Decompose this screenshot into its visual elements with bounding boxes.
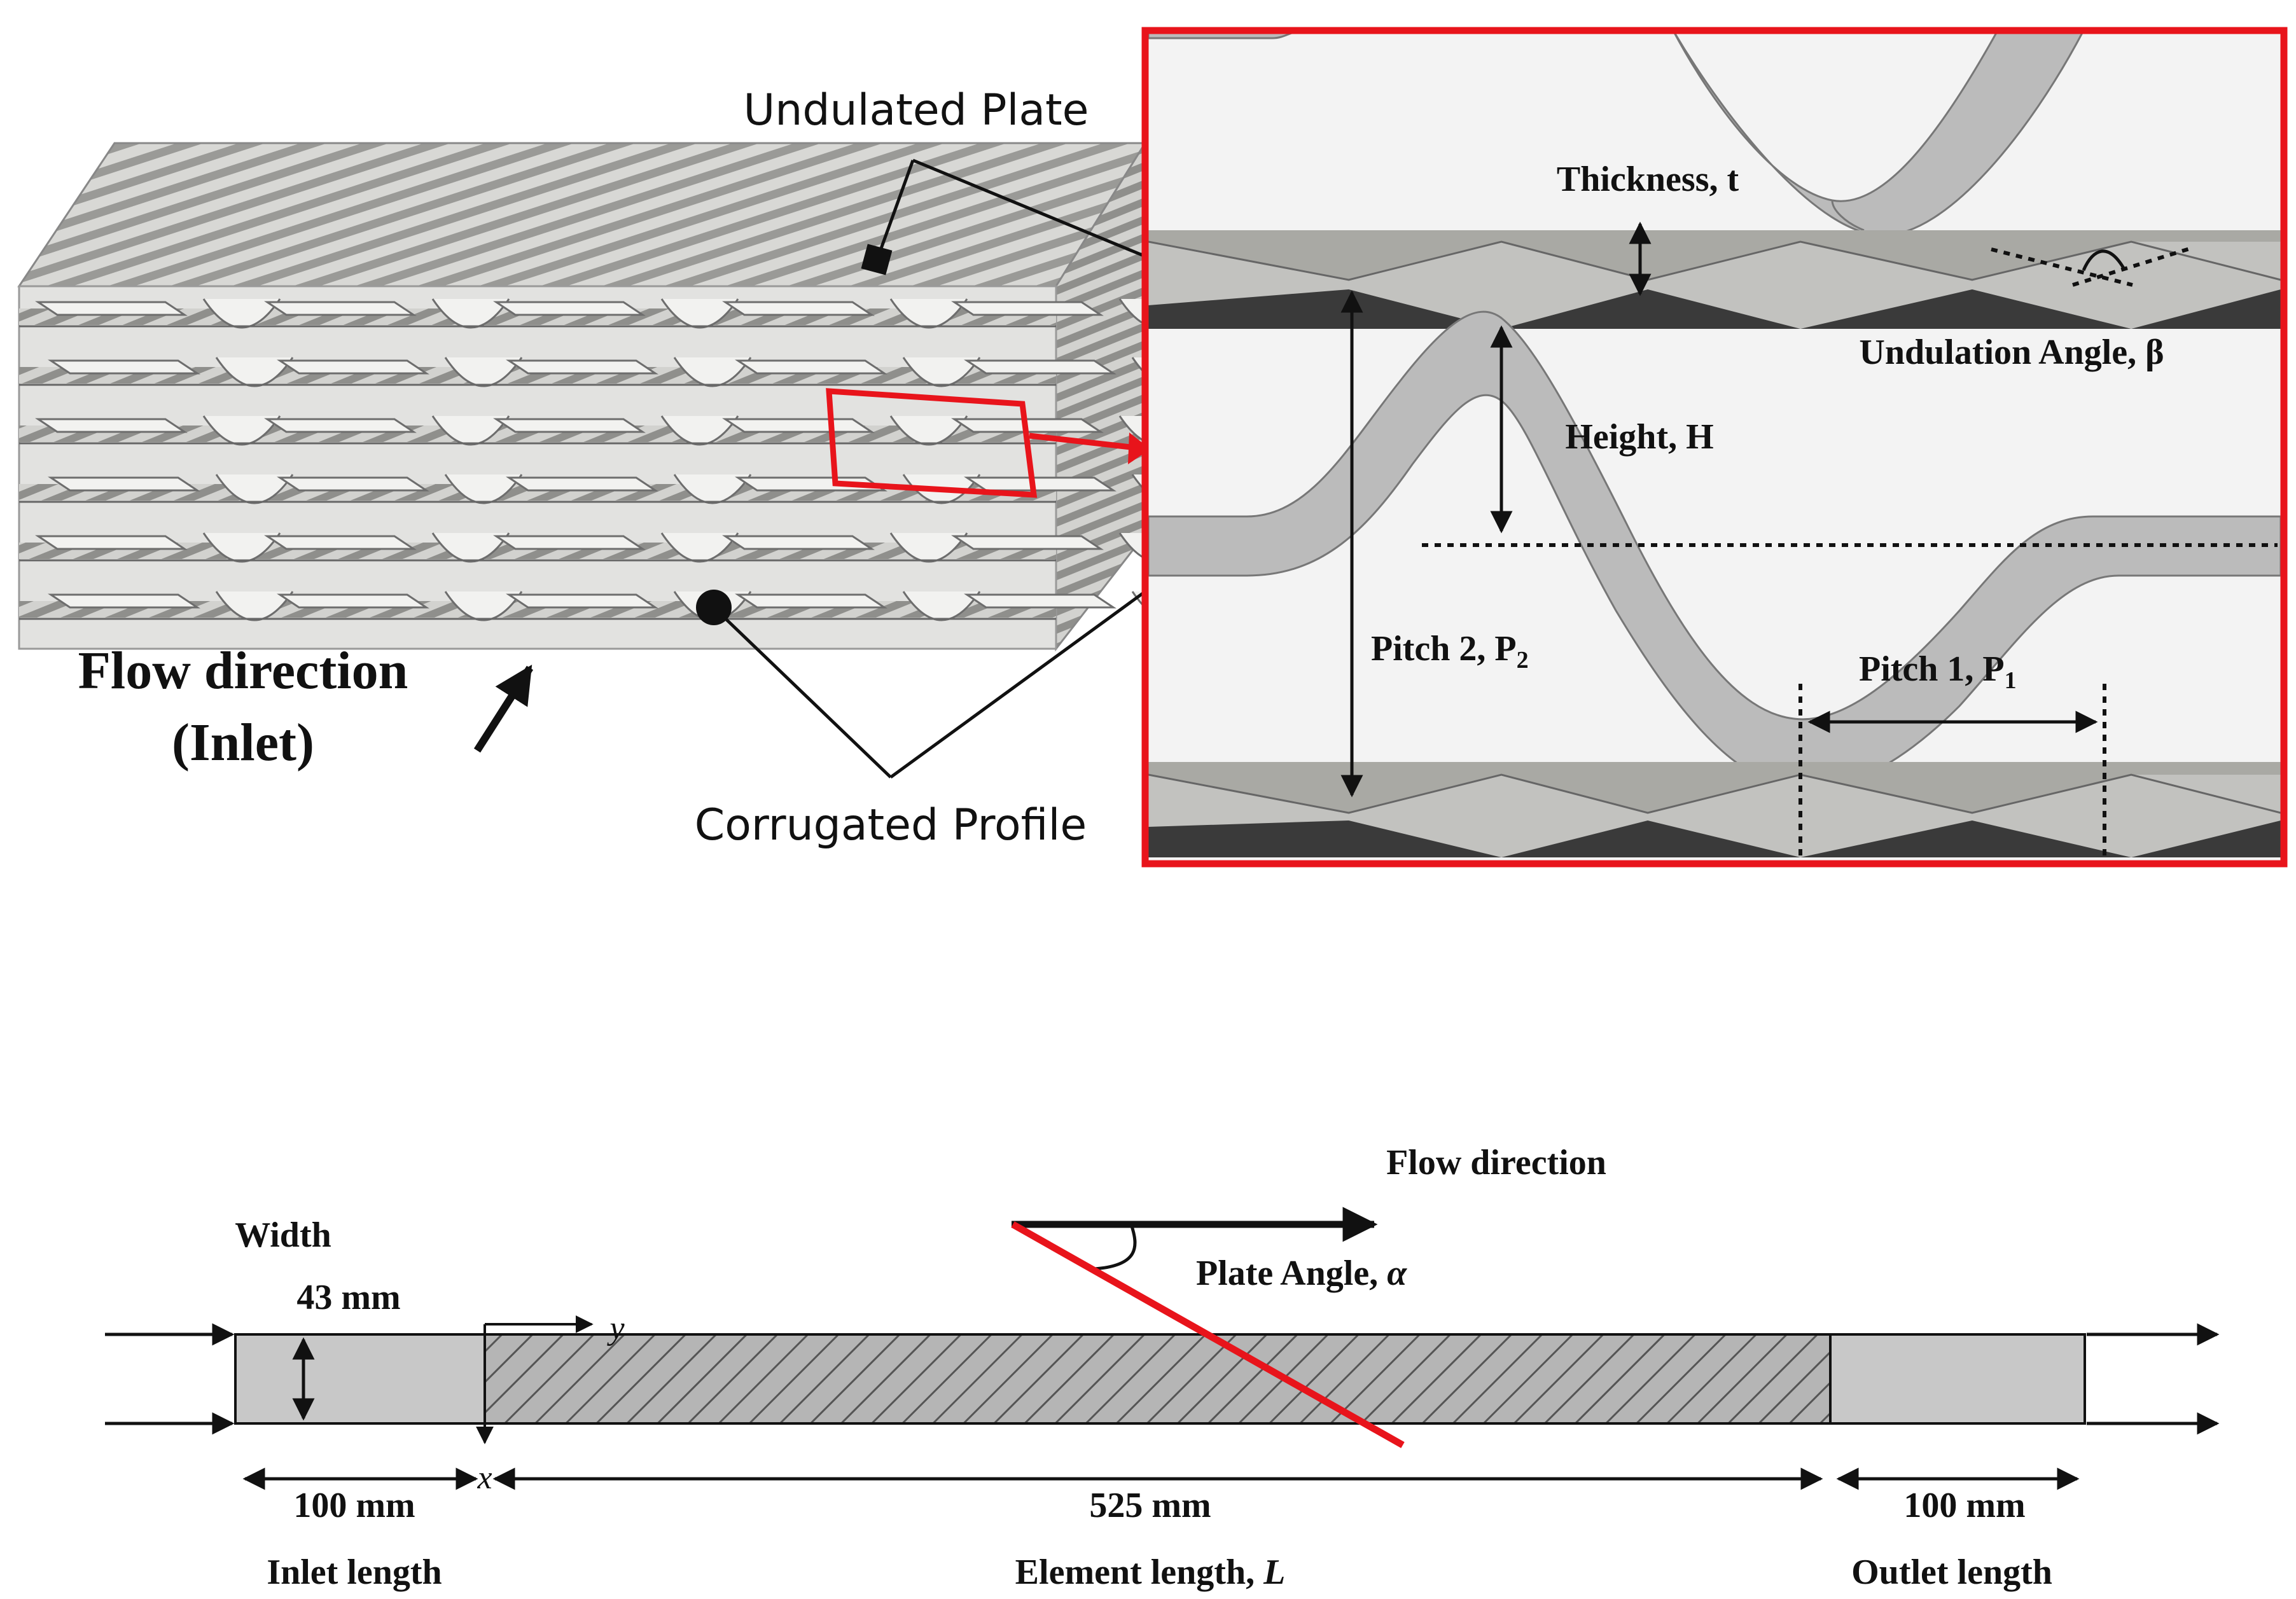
outlet-dimension-value: 100 mm [1903, 1486, 2025, 1525]
top-corrugated-fin-wave [1672, 29, 2085, 237]
stack-fin [722, 415, 968, 446]
outlet-section [1829, 1333, 2086, 1425]
outlet-length-label: Outlet length [1851, 1553, 2052, 1592]
flow-direction-inlet: Flow direction (Inlet) [78, 641, 534, 772]
stack-fin [48, 474, 294, 504]
stack-fin [506, 474, 752, 504]
zoom-detail-panel: Thickness, t Undulation Angle, β Height,… [1141, 27, 2288, 868]
stack-fin [735, 357, 981, 387]
inlet-length-label: Inlet length [267, 1553, 442, 1592]
upper-plate-zigzag [1148, 240, 2281, 281]
zoom-region-highlight [826, 388, 1038, 498]
height-label: Height, H [1565, 417, 1713, 457]
pitch1-label-text: Pitch 1, P [1859, 649, 2005, 689]
stack-fin [735, 591, 981, 621]
axis-x-label: x [477, 1460, 492, 1496]
plate-angle-line [1011, 1221, 1405, 1448]
stack-fin [264, 415, 510, 446]
stack-fin [35, 532, 281, 563]
lower-plate-zigzag [1148, 773, 2281, 814]
stack-fin [722, 298, 968, 329]
inlet-dimension-value: 100 mm [293, 1486, 415, 1525]
stack-front-face [18, 285, 1057, 650]
stack-fin [48, 357, 294, 387]
axis-y-label: y [606, 1310, 625, 1346]
stack-top-face [17, 142, 1147, 287]
pitch2-label: Pitch 2, P2 [1371, 629, 1529, 674]
pitch1-label-sub: 1 [2005, 667, 2017, 694]
upper-plate-dark-teeth [1148, 289, 2281, 329]
stack-fin [493, 298, 739, 329]
stack-fin [35, 298, 281, 329]
width-value: 43 mm [296, 1278, 400, 1317]
pitch2-label-sub: 2 [1517, 647, 1529, 674]
stack-fin [277, 474, 523, 504]
corrugated-profile-label: Corrugated Profile [695, 800, 1087, 850]
lower-plate-dark-teeth [1148, 820, 2281, 857]
undulated-plate-marker-left [861, 244, 893, 275]
zoom-detail-frame [1141, 27, 2288, 868]
element-length-label-text: Element length, [1015, 1553, 1263, 1592]
flow-direction-label: Flow direction [1386, 1143, 1606, 1182]
pitch2-label-text: Pitch 2, P [1371, 629, 1517, 668]
zoom-connector-arrow [1029, 433, 1143, 452]
undulated-plate-label: Undulated Plate [743, 85, 1089, 135]
plate-stack-illustration [17, 139, 1210, 652]
plate-angle-symbol: α [1387, 1254, 1407, 1293]
element-length-label: Element length, L [1015, 1553, 1286, 1592]
stack-layers [19, 298, 1210, 621]
stack-fin [506, 357, 752, 387]
channel-schematic: Flow direction Plate Angle, α Width 43 m… [105, 1143, 2220, 1592]
zoom-connector-arrowhead [1128, 433, 1150, 464]
width-label: Width [235, 1215, 331, 1255]
stack-fin [722, 532, 968, 563]
stack-fin [264, 298, 510, 329]
stack-fin [493, 415, 739, 446]
undulated-plate-callout: Undulated Plate [743, 85, 1249, 310]
thickness-label: Thickness, t [1557, 160, 1739, 199]
flow-direction-inlet-arrow [473, 664, 534, 753]
plate-angle-label-text: Plate Angle, [1196, 1254, 1387, 1293]
stack-fin [35, 415, 281, 446]
stack-fin [277, 591, 523, 621]
plate-angle-label: Plate Angle, α [1196, 1254, 1407, 1293]
corrugated-profile-marker-left [696, 590, 732, 625]
flow-direction-inlet-line1: Flow direction [78, 641, 408, 700]
lower-plate-light-band [1148, 762, 2281, 813]
stack-fin [48, 591, 294, 621]
inlet-section [234, 1333, 486, 1425]
upper-plate-light-band [1148, 230, 2281, 280]
plate-angle-arc [1094, 1224, 1137, 1271]
undulation-angle-label: Undulation Angle, β [1859, 333, 2164, 372]
undulation-angle-arc [2082, 249, 2127, 272]
element-dimension-value: 525 mm [1089, 1486, 1211, 1525]
stack-fin [493, 532, 739, 563]
stack-fin [264, 532, 510, 563]
element-length-symbol: L [1263, 1553, 1285, 1592]
undulation-angle-line-right [2072, 246, 2192, 287]
stack-fin [277, 357, 523, 387]
pitch1-label: Pitch 1, P1 [1859, 649, 2017, 694]
top-corrugated-fin-left [1831, 200, 1865, 232]
element-section [484, 1333, 1832, 1425]
flow-direction-inlet-line2: (Inlet) [172, 713, 314, 772]
